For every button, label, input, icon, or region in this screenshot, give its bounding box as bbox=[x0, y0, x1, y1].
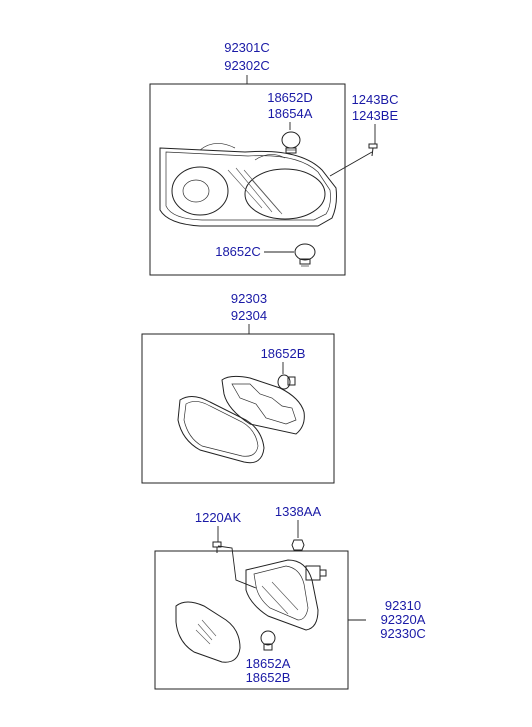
fog-lamp-bulb-part-number[interactable]: 18652B bbox=[261, 346, 306, 361]
side-marker-bolt-icon[interactable] bbox=[212, 541, 222, 553]
fog-lamp-gasket-icon[interactable] bbox=[221, 375, 305, 435]
side-marker-part-number-2[interactable]: 92320A bbox=[381, 612, 426, 627]
side-marker-nut-part-number[interactable]: 1338AA bbox=[275, 504, 322, 519]
headlamp-lower-bulb-icon[interactable] bbox=[294, 243, 316, 267]
side-marker-lens-icon[interactable] bbox=[175, 601, 241, 663]
headlamp-screw-part-number-2[interactable]: 1243BE bbox=[352, 108, 399, 123]
headlamp-bulb-icon[interactable] bbox=[281, 131, 301, 154]
side-marker-bulb-part-number-1[interactable]: 18652A bbox=[246, 656, 291, 671]
side-marker-bulb-part-number-2[interactable]: 18652B bbox=[246, 670, 291, 685]
side-marker-group: 1220AK 1338AA 92310 92320A 92330C bbox=[154, 504, 426, 690]
headlamp-bulb-part-number-1[interactable]: 18652D bbox=[267, 90, 313, 105]
headlamp-screw-pointer bbox=[329, 151, 373, 177]
fog-lamp-group: 92303 92304 18652B bbox=[141, 291, 335, 484]
fog-lamp-part-number-1[interactable]: 92303 bbox=[231, 291, 267, 306]
fog-lamp-bulb-icon[interactable] bbox=[277, 374, 296, 390]
headlamp-part-number-2[interactable]: 92302C bbox=[224, 58, 270, 73]
headlamp-bulb-part-number-2[interactable]: 18654A bbox=[268, 106, 313, 121]
headlamp-group: 92301C 92302C 18652D 18654A 1243BC 1243B… bbox=[149, 40, 399, 276]
headlamp-screw-icon[interactable] bbox=[368, 143, 378, 157]
side-marker-housing-icon[interactable] bbox=[217, 545, 327, 631]
headlamp-lower-bulb-part-number[interactable]: 18652C bbox=[215, 244, 261, 259]
side-marker-nut-icon[interactable] bbox=[291, 539, 305, 551]
headlamp-assembly-icon[interactable] bbox=[159, 143, 337, 227]
side-marker-bolt-part-number[interactable]: 1220AK bbox=[195, 510, 242, 525]
fog-lamp-lens-icon[interactable] bbox=[177, 396, 265, 464]
headlamp-screw-part-number-1[interactable]: 1243BC bbox=[352, 92, 399, 107]
side-marker-bulb-icon[interactable] bbox=[260, 630, 276, 651]
fog-lamp-frame bbox=[141, 333, 335, 484]
headlamp-part-number-1[interactable]: 92301C bbox=[224, 40, 270, 55]
side-marker-part-number-1[interactable]: 92310 bbox=[385, 598, 421, 613]
headlamp-frame bbox=[149, 83, 346, 276]
fog-lamp-part-number-2[interactable]: 92304 bbox=[231, 308, 267, 323]
side-marker-part-number-3[interactable]: 92330C bbox=[380, 626, 426, 641]
